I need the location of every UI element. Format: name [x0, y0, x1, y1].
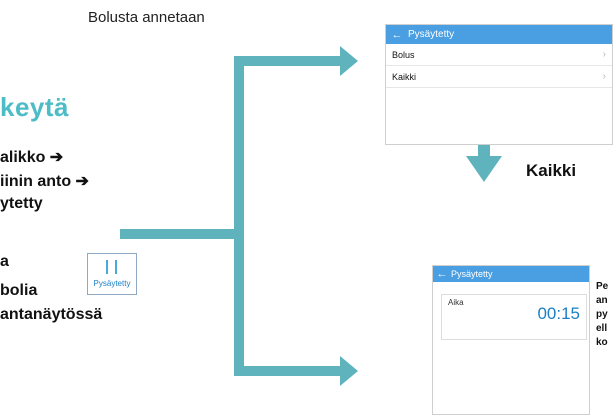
menu-item-kaikki[interactable]: Kaikki › [386, 66, 612, 88]
instruction-line-2: antanäytössä [0, 306, 103, 323]
phone-timer-screen: ← Pysäytetty Aika 00:15 [432, 265, 590, 415]
aika-label: Aika [448, 298, 464, 307]
connector-top-arrowhead [340, 46, 358, 76]
side-note-line: Pe [596, 281, 609, 292]
connector-bottom-branch [234, 366, 342, 376]
nav-path-line-1: alikko ➔ [0, 149, 64, 166]
app-bar: ← Pysäytetty [433, 266, 589, 282]
app-bar: ← Pysäytetty [386, 25, 612, 44]
down-arrow-head [466, 156, 502, 182]
side-note-line: ko [596, 337, 608, 348]
pause-button[interactable]: Pysäytetty [87, 253, 137, 295]
menu-item-bolus[interactable]: Bolus › [386, 44, 612, 66]
app-bar-title: Pysäytetty [408, 29, 455, 40]
side-note: Pe an py ell ko [596, 280, 608, 350]
connector-vertical-bar [234, 56, 244, 376]
connector-horizontal-bar [120, 229, 240, 239]
pause-instruction-fragment: a [0, 253, 9, 270]
caption-text: Bolusta annetaan [88, 9, 205, 26]
side-note-line: py [596, 309, 608, 320]
side-note-line: ell [596, 323, 608, 334]
nav-path-line-3: ytetty [0, 195, 43, 212]
chevron-right-icon: › [602, 49, 606, 60]
aika-panel: Aika 00:15 [441, 294, 587, 340]
section-heading: keytä [0, 92, 69, 122]
back-arrow-icon[interactable]: ← [436, 268, 448, 280]
back-arrow-icon[interactable]: ← [391, 28, 403, 41]
instruction-line-1: bolia [0, 282, 38, 299]
connector-bottom-arrowhead [340, 356, 358, 386]
aika-value: 00:15 [537, 304, 580, 323]
connector-top-branch [234, 56, 342, 66]
nav-path-line-2: iinin anto ➔ [0, 173, 89, 190]
menu-item-label: Bolus [392, 49, 415, 60]
phone-menu-screen: ← Pysäytetty Bolus › Kaikki › [385, 24, 613, 145]
down-arrow-label: Kaikki [526, 161, 577, 180]
pause-icon [106, 260, 117, 274]
pause-button-label: Pysäytetty [93, 279, 131, 288]
chevron-right-icon: › [602, 71, 606, 82]
menu-item-label: Kaikki [392, 71, 417, 82]
app-bar-title: Pysäytetty [451, 269, 493, 279]
side-note-line: an [596, 295, 608, 306]
